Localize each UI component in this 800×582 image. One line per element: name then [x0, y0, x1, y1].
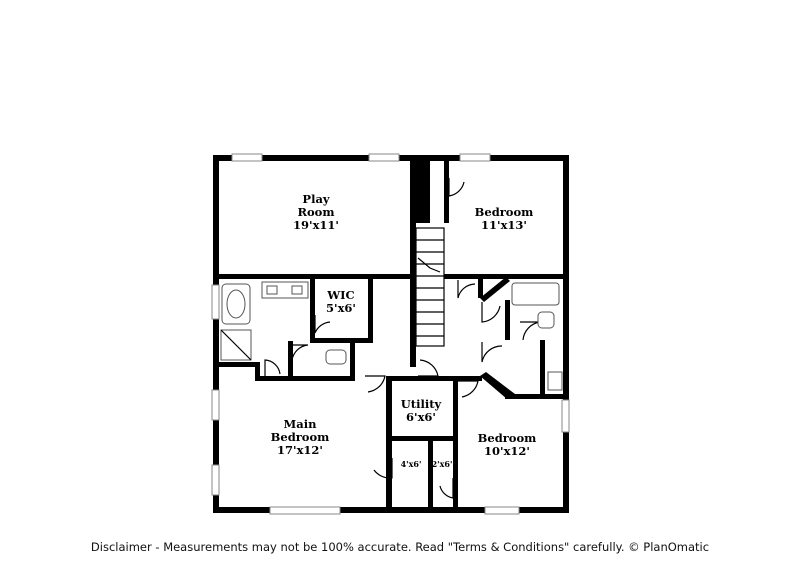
room-labels: Play Room 19'x11' Bedroom 11'x13' WIC 5'…	[271, 192, 537, 469]
wic-size: 5'x6'	[326, 301, 356, 315]
main-bedroom-size: 17'x12'	[277, 443, 323, 457]
play-room-label-line1: Play	[302, 192, 329, 206]
closet-4x6-size: 4'x6'	[401, 459, 422, 469]
staircase	[415, 227, 445, 347]
utility-label: Utility	[401, 397, 442, 411]
disclaimer-text: Disclaimer - Measurements may not be 100…	[90, 540, 710, 554]
play-room-label-line2: Room	[297, 205, 334, 219]
doors	[264, 178, 541, 499]
wic-label: WIC	[326, 288, 354, 302]
bath-fixtures	[220, 281, 563, 391]
lower-bedroom-label: Bedroom	[478, 431, 537, 445]
main-bedroom-label-line2: Bedroom	[271, 430, 330, 444]
closet-2x6-size: 2'x6'	[432, 459, 453, 469]
upper-bedroom-label: Bedroom	[475, 205, 534, 219]
utility-size: 6'x6'	[406, 410, 436, 424]
interior-walls	[213, 155, 569, 513]
upper-bedroom-size: 11'x13'	[481, 218, 527, 232]
lower-bedroom-size: 10'x12'	[484, 444, 530, 458]
play-room-size: 19'x11'	[293, 218, 339, 232]
windows	[211, 153, 570, 515]
main-bedroom-label-line1: Main	[284, 417, 318, 431]
